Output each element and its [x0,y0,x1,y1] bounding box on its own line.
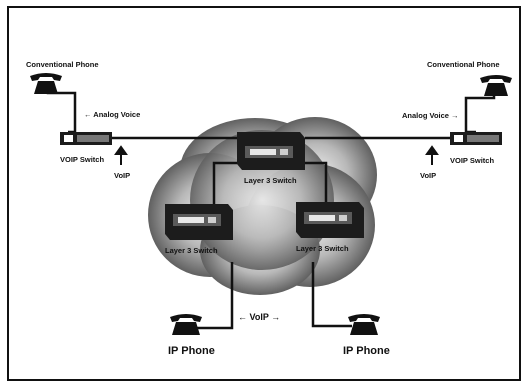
conventional-phone-left-label: Conventional Phone [26,60,99,69]
layer3-switch-left-label: Layer 3 Switch [165,246,218,255]
ip-phone-right-label: IP Phone [343,345,390,357]
conventional-phone-right-label: Conventional Phone [427,60,500,69]
voip-right-label: VoIP [420,171,436,180]
voip-up-arrows [114,145,439,165]
layer3-switch-top [237,132,305,170]
diagram-border [7,6,521,381]
layer3-switch-top-label: Layer 3 Switch [244,176,297,185]
conventional-phone-left-icon [30,73,62,94]
voip-switch-right [450,132,502,145]
ip-phone-right-icon [348,314,380,335]
conventional-phone-right-icon [480,75,512,96]
layer3-switch-left [165,204,233,240]
voip-left-label: VoIP [114,171,130,180]
analog-voice-left-label: ← Analog Voice [84,110,140,119]
ip-phone-left-icon [170,314,202,335]
voip-switch-right-label: VOIP Switch [450,156,494,165]
layer3-switch-right-label: Layer 3 Switch [296,244,349,253]
voip-switch-left-label: VOIP Switch [60,155,104,164]
voip-bottom-label: ← VoIP → [238,312,280,322]
analog-voice-right-label: Analog Voice → [402,111,459,120]
layer3-switch-right [296,202,364,238]
ip-phone-left-label: IP Phone [168,345,215,357]
voip-switch-left [60,132,112,145]
